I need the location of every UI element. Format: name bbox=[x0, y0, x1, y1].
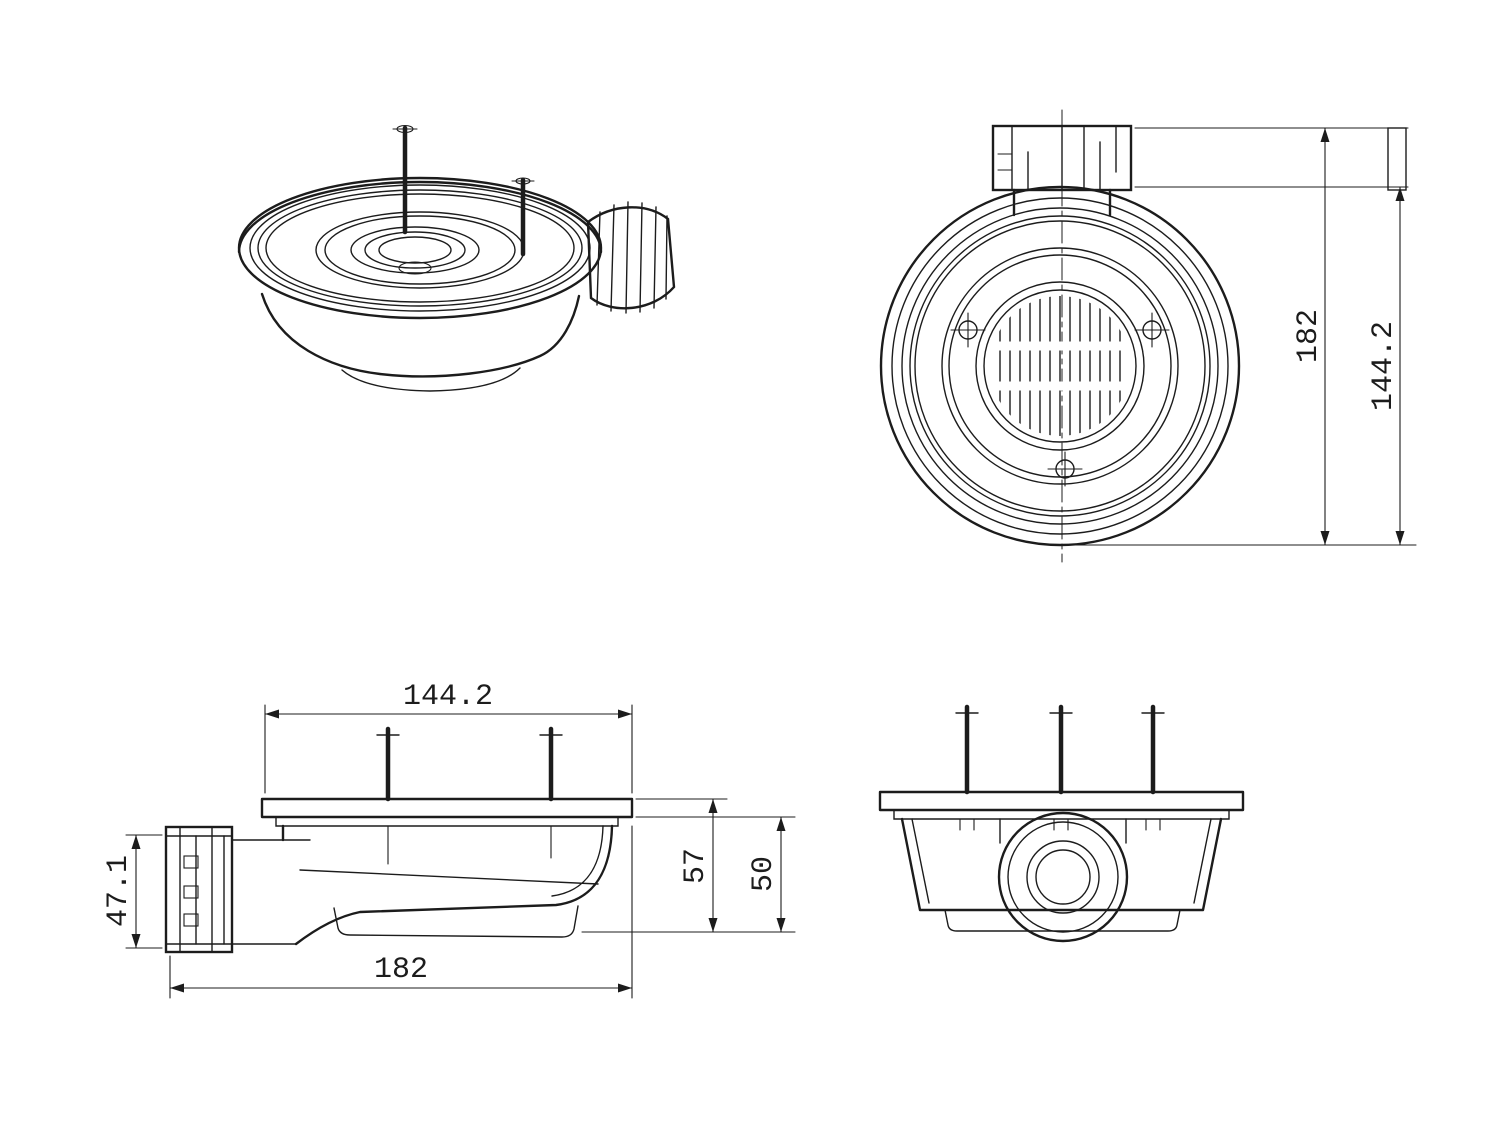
isometric-view bbox=[237, 124, 676, 392]
iso-flange bbox=[237, 176, 603, 320]
front-screw-left bbox=[955, 704, 979, 831]
side-ribbed-nut bbox=[164, 825, 234, 954]
front-screw-middle bbox=[1049, 704, 1073, 831]
dim-trap-nut-height-label: 47.1 bbox=[102, 855, 136, 927]
dim-overall-length: 182 bbox=[169, 825, 633, 999]
iso-drain-boss bbox=[350, 226, 480, 275]
top-screw-right bbox=[1134, 312, 1170, 348]
side-flange bbox=[260, 797, 634, 827]
top-screw-left bbox=[950, 312, 986, 348]
front-screw-right bbox=[1141, 704, 1165, 831]
front-outlet bbox=[997, 811, 1129, 943]
top-flange-rings bbox=[879, 185, 1241, 547]
iso-screw-left bbox=[392, 124, 418, 235]
dim-body-diameter: 144.2 bbox=[1367, 186, 1405, 546]
iso-ribbed-nut bbox=[586, 201, 676, 314]
top-outlet-connector bbox=[991, 124, 1133, 217]
border-fragment bbox=[1387, 127, 1407, 191]
dim-depth-inner: 50 bbox=[635, 816, 796, 933]
dim-trap-nut-height: 47.1 bbox=[102, 834, 163, 949]
front-lower-dish bbox=[944, 909, 1181, 932]
side-view-dimensions: 144.2 47.1 57 50 bbox=[102, 680, 796, 999]
dim-depth-outer: 57 bbox=[581, 798, 796, 933]
dim-flange-width-label: 144.2 bbox=[403, 680, 493, 714]
top-view: 182 144.2 bbox=[879, 109, 1417, 563]
dim-overall-height-label: 182 bbox=[1292, 309, 1326, 363]
side-view: 144.2 47.1 57 50 bbox=[102, 680, 796, 999]
dim-body-diameter-label: 144.2 bbox=[1367, 321, 1401, 411]
dim-overall-length-label: 182 bbox=[374, 953, 428, 987]
iso-body bbox=[260, 292, 581, 392]
side-screw-right bbox=[539, 726, 563, 859]
dim-overall-height: 182 bbox=[1292, 127, 1330, 546]
top-view-dimensions: 182 144.2 bbox=[1067, 127, 1417, 546]
front-flange bbox=[878, 790, 1245, 820]
iso-screw-right bbox=[511, 177, 535, 257]
drain-grate bbox=[993, 296, 1127, 436]
side-screw-left bbox=[376, 726, 400, 865]
top-screw-bottom bbox=[1047, 451, 1083, 487]
side-body bbox=[231, 824, 614, 946]
front-view bbox=[878, 704, 1245, 943]
front-body bbox=[900, 817, 1223, 932]
side-lower-dish bbox=[333, 905, 579, 938]
dim-flange-width: 144.2 bbox=[264, 680, 633, 794]
dim-depth-inner-label: 50 bbox=[747, 856, 781, 892]
dim-depth-outer-label: 57 bbox=[679, 848, 713, 884]
